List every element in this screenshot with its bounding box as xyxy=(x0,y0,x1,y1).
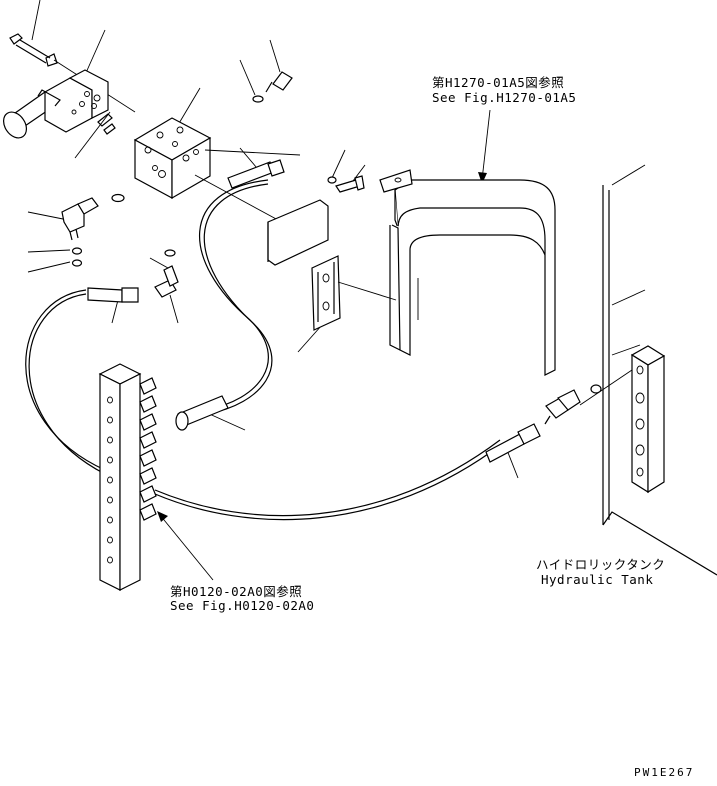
solenoid-valve xyxy=(2,69,109,139)
cover-guard xyxy=(379,169,556,376)
callout-fig2-en: See Fig.H0120-02A0 xyxy=(170,598,315,613)
tank-label-en: Hydraulic Tank xyxy=(541,572,654,587)
callout-fig1-ja: 第H1270-01A5図参照 xyxy=(432,75,565,90)
manifold-block xyxy=(133,117,316,241)
small-screws xyxy=(97,113,116,135)
o-rings xyxy=(71,95,602,394)
hoses xyxy=(25,159,541,521)
callout-fig1-en: See Fig.H1270-01A5 xyxy=(432,90,577,105)
callout-fig2-ja: 第H0120-02A0図参照 xyxy=(170,584,303,599)
hydraulic-tank xyxy=(579,185,717,576)
fittings xyxy=(61,71,581,425)
distribution-block xyxy=(98,363,157,591)
leader-lines xyxy=(27,0,646,581)
bracket xyxy=(267,175,397,331)
tank-label-ja: ハイドロリックタンク xyxy=(536,557,666,572)
drawing-code: PW1E267 xyxy=(634,766,695,779)
